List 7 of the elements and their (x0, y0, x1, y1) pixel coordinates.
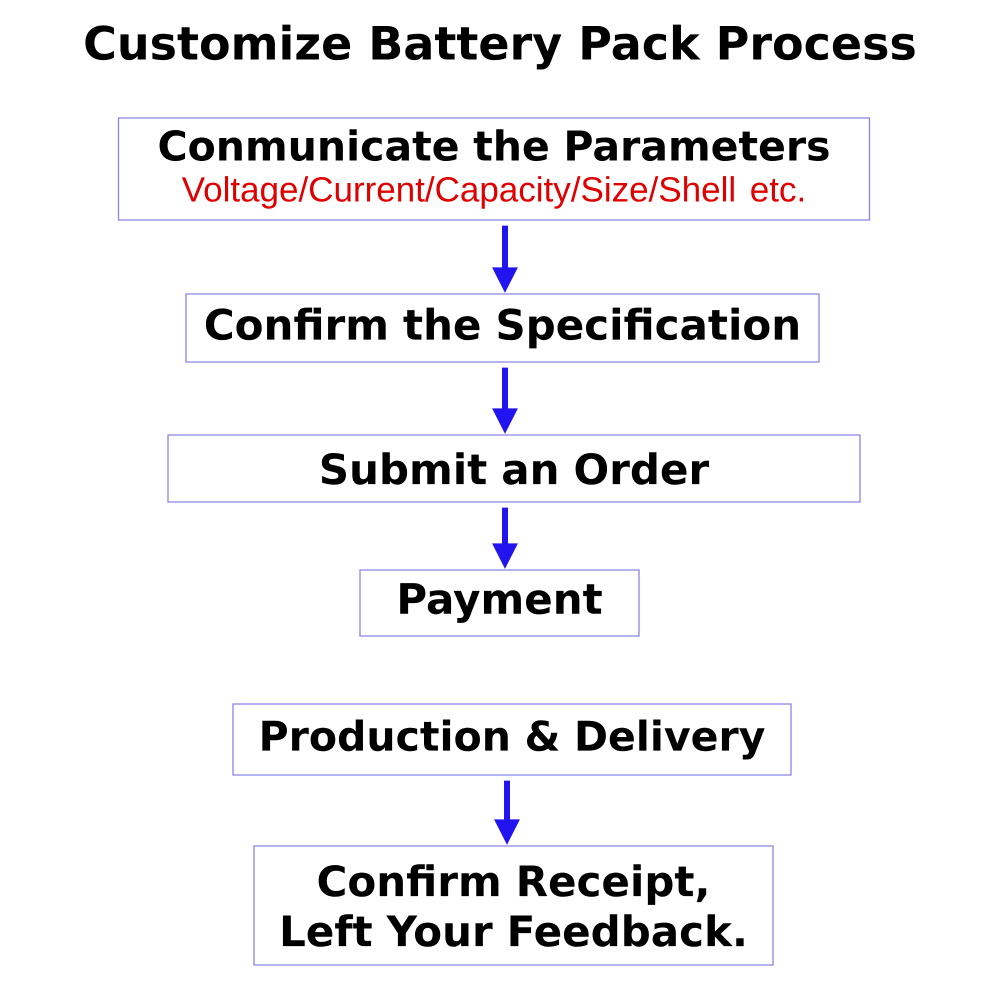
process-box: Conmunicate the Parameters Voltage/Current/Capacity/Size/Shell etc. (118, 117, 870, 221)
title: Customize Battery Pack Process (85, 24, 915, 70)
process-box: Production & Delivery (232, 703, 792, 776)
process-box: Payment (359, 569, 640, 637)
process-box: Confirm the Specification (185, 293, 820, 363)
process-box: Confirm Receipt, Left Your Feedback. (253, 845, 774, 966)
process-box: Submit an Order (167, 434, 861, 503)
